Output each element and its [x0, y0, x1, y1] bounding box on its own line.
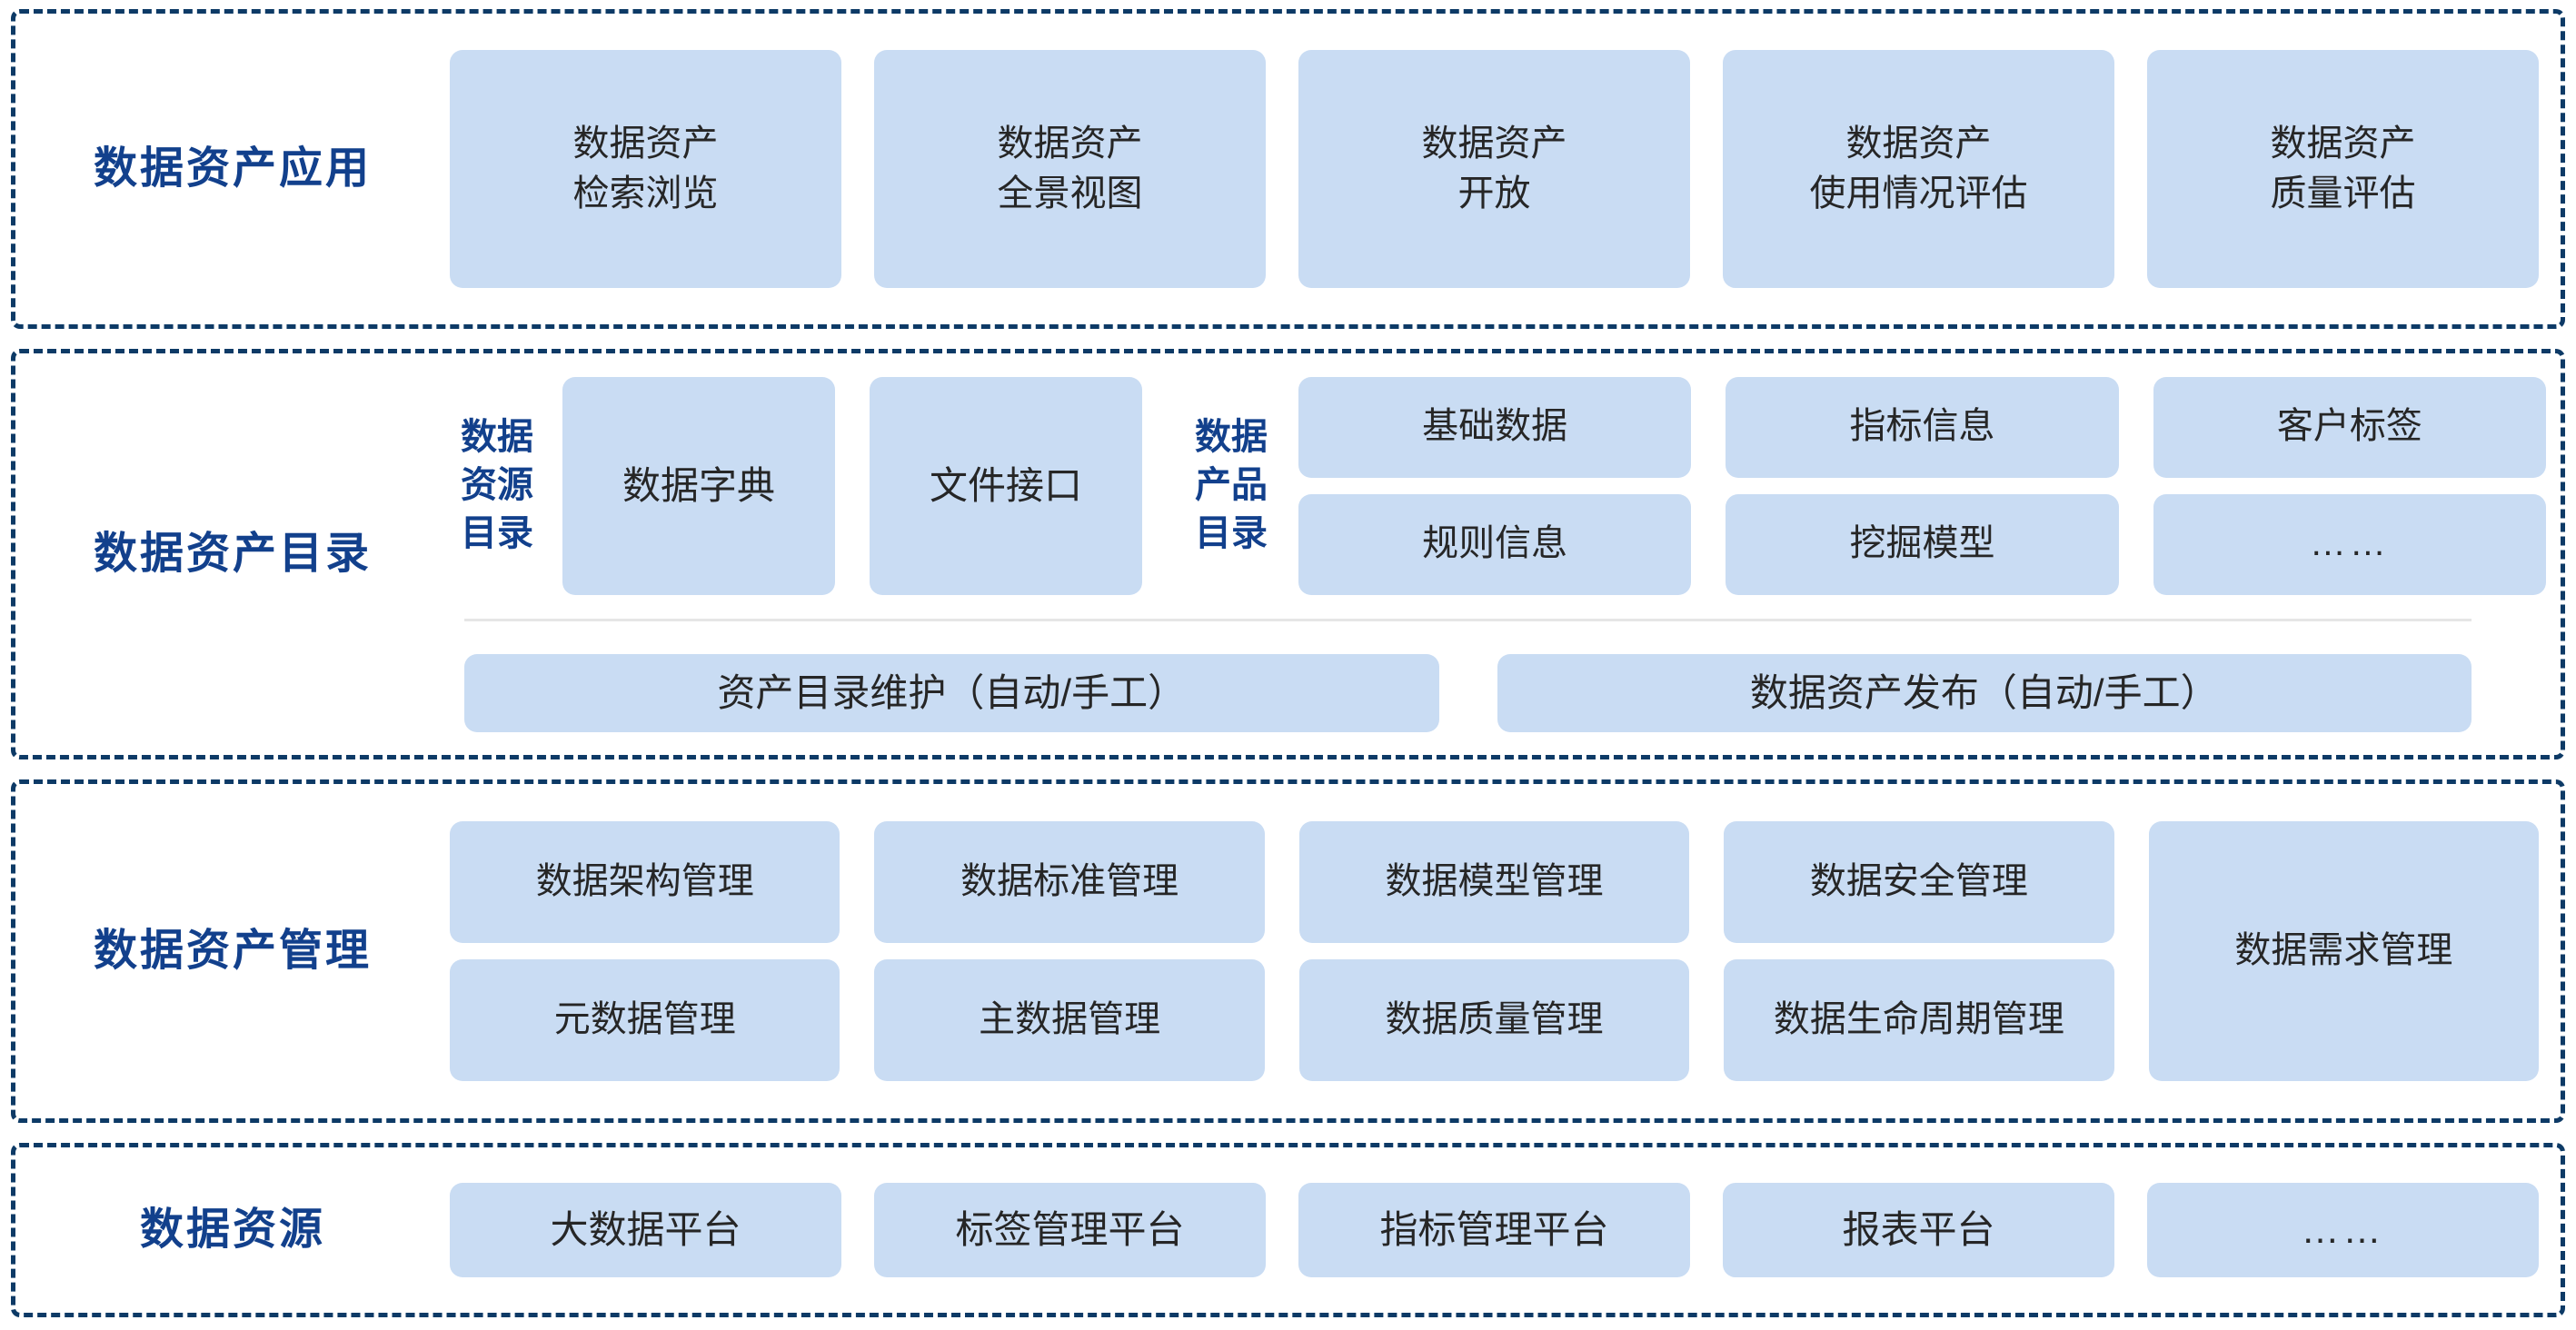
band-title-data-asset-management: 数据资产管理	[93, 927, 372, 976]
label-resource-catalog: 数据 资源 目录	[461, 417, 533, 553]
card-resource-more[interactable]: ……	[2147, 1183, 2539, 1277]
card-data-security-mgmt[interactable]: 数据安全管理	[1724, 821, 2114, 943]
band-title-data-asset-catalog: 数据资产目录	[93, 530, 372, 579]
card-asset-search-browse[interactable]: 数据资产 检索浏览	[450, 50, 841, 288]
card-report-platform[interactable]: 报表平台	[1723, 1183, 2114, 1277]
catalog-bottom-area: 资产目录维护（自动/手工） 数据资产发布（自动/手工）	[450, 653, 2546, 732]
card-bigdata-platform[interactable]: 大数据平台	[450, 1183, 841, 1277]
band-title-data-resource: 数据资源	[139, 1206, 325, 1255]
card-data-model-mgmt[interactable]: 数据模型管理	[1298, 821, 1690, 943]
card-data-architecture-mgmt[interactable]: 数据架构管理	[450, 821, 840, 943]
card-file-interface[interactable]: 文件接口	[870, 376, 1142, 595]
card-tag-mgmt-platform[interactable]: 标签管理平台	[874, 1183, 1266, 1277]
card-master-data-mgmt[interactable]: 主数据管理	[874, 959, 1265, 1081]
card-product-more[interactable]: ……	[2153, 493, 2546, 595]
management-column-2: 数据标准管理 主数据管理	[874, 821, 1265, 1081]
card-mining-model[interactable]: 挖掘模型	[1726, 493, 2119, 595]
card-basic-data[interactable]: 基础数据	[1298, 376, 1692, 478]
card-metadata-mgmt[interactable]: 元数据管理	[450, 959, 840, 1081]
resource-catalog-cards: 数据字典 文件接口	[562, 376, 1142, 595]
product-catalog-cards: 基础数据 指标信息 客户标签 规则信息 挖掘模型 ……	[1298, 376, 2546, 595]
card-catalog-maintenance[interactable]: 资产目录维护（自动/手工）	[464, 653, 1439, 732]
card-data-dictionary[interactable]: 数据字典	[562, 376, 835, 595]
card-data-quality-mgmt[interactable]: 数据质量管理	[1298, 959, 1690, 1081]
card-asset-open[interactable]: 数据资产 开放	[1298, 50, 1690, 288]
band-data-asset-application: 数据资产应用 数据资产 检索浏览 数据资产 全景视图 数据资产 开放 数据资产 …	[11, 9, 2565, 329]
catalog-top-area: 数据 资源 目录 数据字典 文件接口 数据 产品 目录 基础数据 指标信息 客户…	[450, 376, 2546, 595]
card-data-lifecycle-mgmt[interactable]: 数据生命周期管理	[1724, 959, 2114, 1081]
band-body-data-asset-management: 数据架构管理 元数据管理 数据标准管理 主数据管理 数据模型管理 数据质量管理 …	[450, 784, 2546, 1118]
application-card-row: 数据资产 检索浏览 数据资产 全景视图 数据资产 开放 数据资产 使用情况评估 …	[450, 50, 2546, 288]
band-body-data-asset-catalog: 数据 资源 目录 数据字典 文件接口 数据 产品 目录 基础数据 指标信息 客户…	[450, 353, 2546, 755]
card-rule-info[interactable]: 规则信息	[1298, 493, 1692, 595]
card-customer-tag[interactable]: 客户标签	[2153, 376, 2546, 478]
band-body-data-resource: 大数据平台 标签管理平台 指标管理平台 报表平台 ……	[450, 1147, 2546, 1313]
card-asset-usage-eval[interactable]: 数据资产 使用情况评估	[1723, 50, 2114, 288]
management-column-4: 数据安全管理 数据生命周期管理	[1724, 821, 2114, 1081]
management-column-3: 数据模型管理 数据质量管理	[1298, 821, 1690, 1081]
catalog-divider	[464, 618, 2472, 621]
card-data-demand-mgmt[interactable]: 数据需求管理	[2148, 821, 2540, 1081]
band-data-asset-catalog: 数据资产目录 数据 资源 目录 数据字典 文件接口 数据 产品 目录 基础数据 …	[11, 349, 2565, 759]
band-body-data-asset-application: 数据资产 检索浏览 数据资产 全景视图 数据资产 开放 数据资产 使用情况评估 …	[450, 14, 2546, 324]
card-asset-quality-eval[interactable]: 数据资产 质量评估	[2147, 50, 2539, 288]
band-data-resource: 数据资源 大数据平台 标签管理平台 指标管理平台 报表平台 ……	[11, 1143, 2565, 1317]
card-indicator-info[interactable]: 指标信息	[1726, 376, 2119, 478]
management-column-1: 数据架构管理 元数据管理	[450, 821, 840, 1081]
band-title-data-asset-application: 数据资产应用	[93, 144, 372, 194]
band-data-asset-management: 数据资产管理 数据架构管理 元数据管理 数据标准管理 主数据管理 数据模型管理 …	[11, 779, 2565, 1123]
label-product-catalog: 数据 产品 目录	[1195, 417, 1268, 553]
management-column-5: 数据需求管理	[2148, 821, 2540, 1081]
card-asset-publish[interactable]: 数据资产发布（自动/手工）	[1497, 653, 2472, 732]
card-indicator-platform[interactable]: 指标管理平台	[1298, 1183, 1690, 1277]
card-data-standard-mgmt[interactable]: 数据标准管理	[874, 821, 1265, 943]
management-card-grid: 数据架构管理 元数据管理 数据标准管理 主数据管理 数据模型管理 数据质量管理 …	[450, 821, 2546, 1081]
resource-card-row: 大数据平台 标签管理平台 指标管理平台 报表平台 ……	[450, 1183, 2546, 1277]
card-asset-panorama-view[interactable]: 数据资产 全景视图	[874, 50, 1266, 288]
